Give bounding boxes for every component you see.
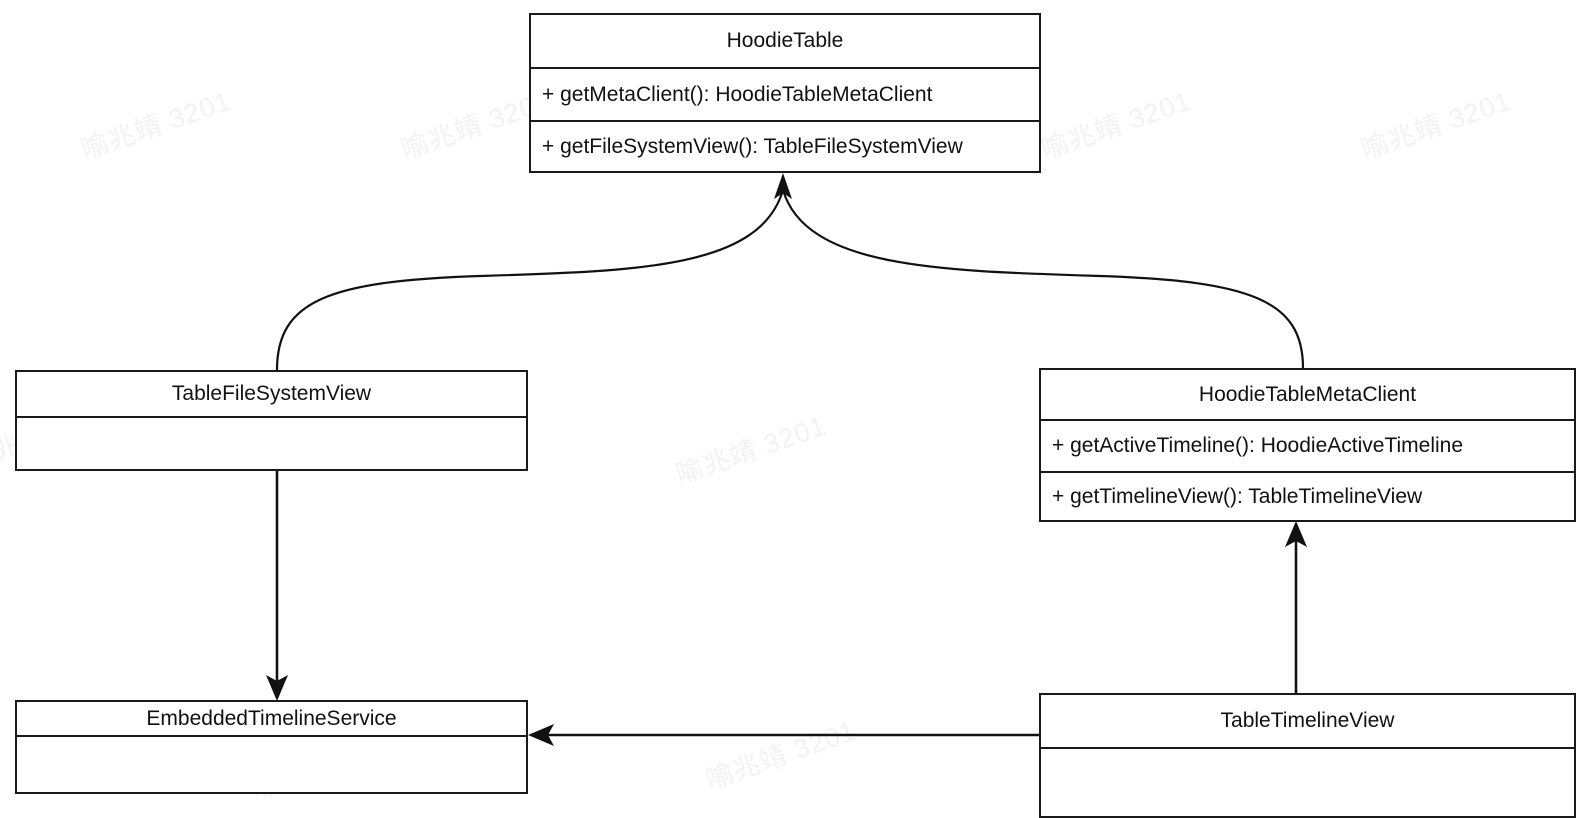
arrowhead-into-embeddedtimeline-right <box>528 724 554 746</box>
class-box-embedded-timeline-service[interactable]: EmbeddedTimelineService <box>15 700 528 794</box>
class-name-table-file-system-view: TableFileSystemView <box>17 372 526 418</box>
watermark-text: 喻兆靖 3201 <box>77 85 236 165</box>
class-box-hoodie-table[interactable]: HoodieTable + getMetaClient(): HoodieTab… <box>529 13 1041 173</box>
class-members-table-file-system-view <box>17 418 526 469</box>
empty-compartment <box>17 737 526 792</box>
empty-compartment <box>1041 749 1574 816</box>
class-member: + getActiveTimeline(): HoodieActiveTimel… <box>1052 434 1464 457</box>
class-members-table-timeline-view <box>1041 749 1574 816</box>
watermark-text: 喻兆靖 3201 <box>702 715 861 795</box>
class-box-table-file-system-view[interactable]: TableFileSystemView <box>15 370 528 471</box>
edge-fsview-to-hoodietable <box>275 189 785 371</box>
class-name-hoodie-table-meta-client: HoodieTableMetaClient <box>1041 370 1574 421</box>
arrowhead-into-embeddedtimeline-top <box>266 675 288 701</box>
class-member: + getMetaClient(): HoodieTableMetaClient <box>542 82 933 106</box>
watermark-text: 喻兆靖 3201 <box>1357 85 1516 165</box>
class-member: + getTimelineView(): TableTimelineView <box>1041 471 1574 521</box>
class-members-embedded-timeline-service <box>17 737 526 792</box>
edge-metaclient-to-hoodietable <box>781 189 1305 369</box>
watermark-text: 喻兆靖 3201 <box>1037 85 1196 165</box>
watermark-text: 喻兆靖 3201 <box>672 410 831 490</box>
class-box-hoodie-table-meta-client[interactable]: HoodieTableMetaClient + getActiveTimelin… <box>1039 368 1576 522</box>
class-member: + getFileSystemView(): TableFileSystemVi… <box>531 120 1039 171</box>
class-box-table-timeline-view[interactable]: TableTimelineView <box>1039 693 1576 818</box>
empty-compartment <box>17 418 526 469</box>
class-name-table-timeline-view: TableTimelineView <box>1041 695 1574 749</box>
class-name-hoodie-table: HoodieTable <box>531 15 1039 69</box>
arrowhead-into-metaclient-bottom <box>1285 521 1307 547</box>
class-members-hoodie-table: + getMetaClient(): HoodieTableMetaClient… <box>531 69 1039 171</box>
class-members-hoodie-table-meta-client: + getActiveTimeline(): HoodieActiveTimel… <box>1041 421 1574 521</box>
class-name-embedded-timeline-service: EmbeddedTimelineService <box>17 702 526 737</box>
arrowhead-into-hoodietable <box>774 173 792 199</box>
